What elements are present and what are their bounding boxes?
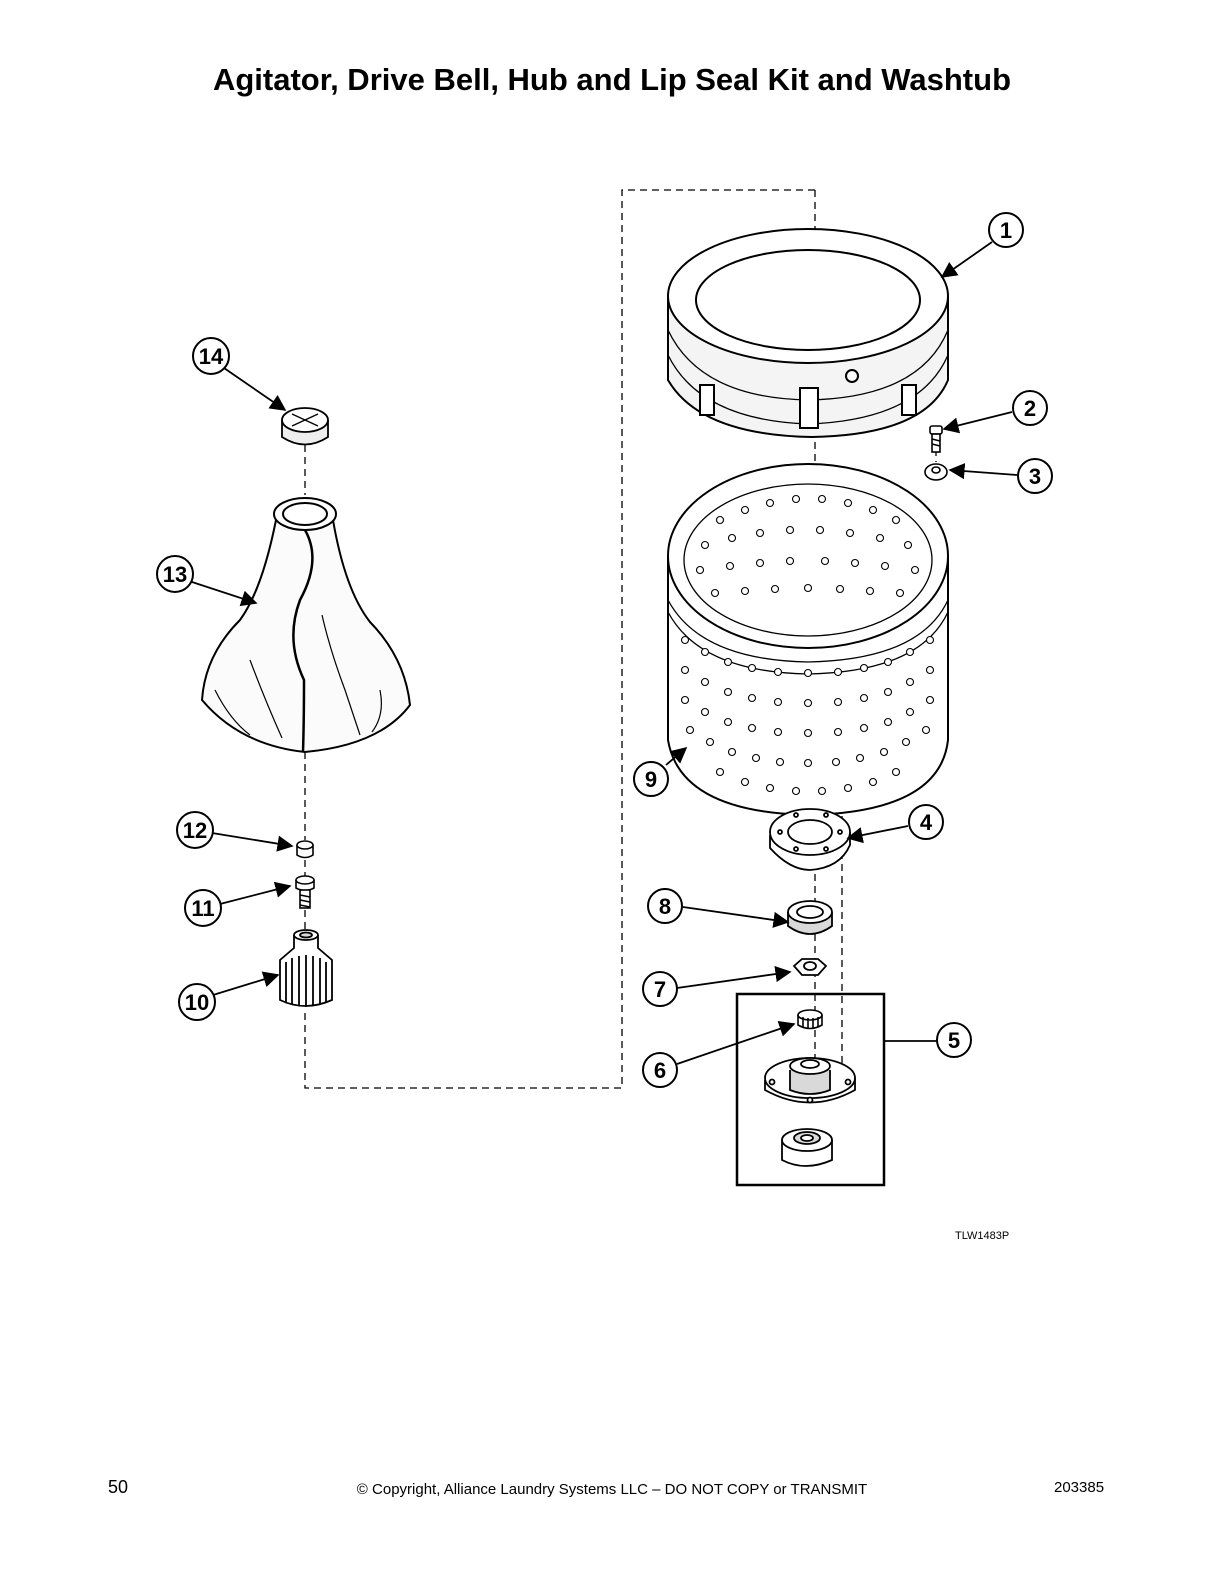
callout-10: 10 — [178, 983, 216, 1021]
leader-3 — [948, 463, 1018, 480]
leader-12 — [211, 832, 294, 852]
hub-part — [764, 1057, 856, 1104]
callout-9: 9 — [633, 761, 669, 797]
svg-text:5: 5 — [948, 1028, 960, 1053]
callout-2: 2 — [1012, 390, 1048, 426]
callout-14: 14 — [192, 337, 230, 375]
tub-ring-part — [667, 228, 949, 439]
leader-4 — [846, 825, 909, 844]
copyright-notice: © Copyright, Alliance Laundry Systems LL… — [356, 1481, 868, 1498]
leader-8 — [682, 906, 790, 928]
page-number: 50 — [108, 1477, 129, 1497]
svg-text:3: 3 — [1029, 464, 1041, 489]
flange-plate-part — [769, 808, 851, 871]
page-title: Agitator, Drive Bell, Hub and Lip Seal K… — [212, 62, 1012, 97]
svg-text:7: 7 — [654, 977, 666, 1002]
svg-text:8: 8 — [659, 894, 671, 919]
figure-id: TLW1483P — [955, 1230, 1010, 1242]
svg-text:6: 6 — [654, 1058, 666, 1083]
svg-text:13: 13 — [163, 562, 187, 587]
kit-seal-part — [781, 1128, 833, 1167]
leader-1 — [940, 241, 993, 278]
callout-12: 12 — [176, 811, 214, 849]
kit-box — [735, 992, 886, 1187]
leader-7 — [676, 966, 792, 989]
leader-14 — [223, 367, 287, 411]
svg-text:14: 14 — [199, 344, 224, 369]
washtub-wall-holes — [680, 635, 935, 796]
washer-part — [924, 463, 948, 481]
spline-part — [797, 1009, 823, 1030]
hex-nut-part — [792, 958, 828, 976]
callout-3: 3 — [1017, 458, 1053, 494]
callout-1: 1 — [988, 212, 1024, 248]
drive-bell-part — [279, 929, 333, 1007]
washtub-part — [667, 463, 949, 817]
lip-seal-part — [787, 900, 833, 935]
callout-4: 4 — [908, 804, 944, 840]
callout-13: 13 — [156, 555, 194, 593]
agitator-barrel-part — [200, 497, 412, 754]
callout-5: 5 — [936, 1022, 972, 1058]
callout-8: 8 — [647, 888, 683, 924]
washtub-holes — [695, 494, 920, 598]
screw-part — [929, 425, 943, 453]
leader-13 — [191, 581, 258, 607]
callout-7: 7 — [642, 971, 678, 1007]
small-nut-part — [296, 840, 314, 859]
svg-text:1: 1 — [1000, 218, 1012, 243]
agitator-cap-part — [281, 407, 329, 446]
svg-text:10: 10 — [185, 990, 209, 1015]
leader-9 — [665, 746, 688, 766]
bolt-part — [295, 875, 315, 909]
svg-text:4: 4 — [920, 810, 933, 835]
callout-11: 11 — [184, 889, 222, 927]
document-number: 203385 — [1054, 1479, 1105, 1496]
callout-6: 6 — [642, 1052, 678, 1088]
leader-10 — [212, 971, 280, 996]
leader-11 — [219, 881, 292, 905]
leader-arrows — [191, 241, 1018, 1065]
svg-text:12: 12 — [183, 818, 207, 843]
svg-text:11: 11 — [191, 896, 214, 921]
leader-2 — [942, 411, 1013, 434]
leader-6 — [676, 1021, 796, 1065]
svg-text:2: 2 — [1024, 396, 1036, 421]
svg-text:9: 9 — [645, 767, 657, 792]
